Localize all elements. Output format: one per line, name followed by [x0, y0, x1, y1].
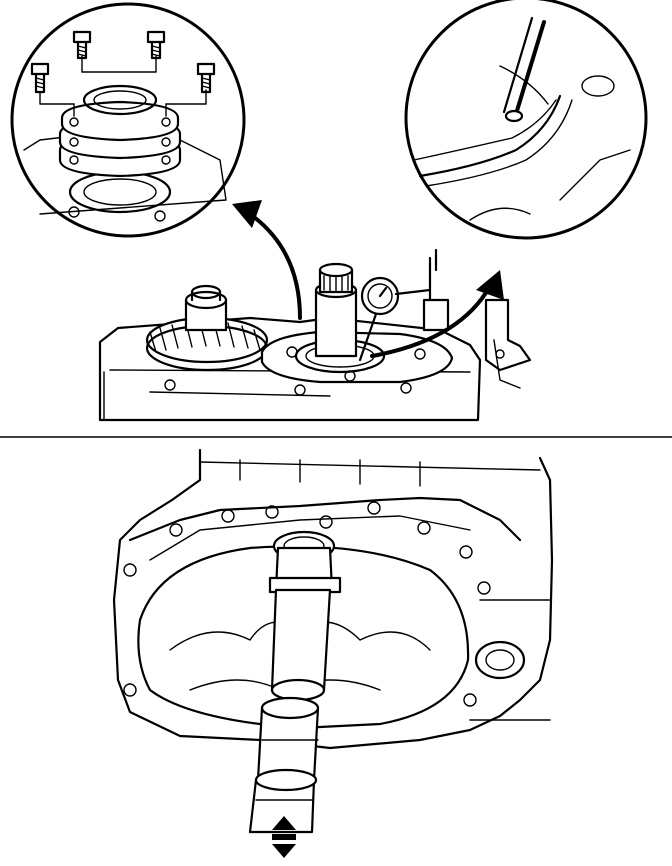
seal-driver-tool: [248, 530, 342, 834]
bolt-icon: [146, 30, 166, 60]
gearbox-housing-bottom: [112, 448, 554, 750]
helical-gear: [145, 284, 269, 372]
curved-arrow-icon: [370, 270, 504, 358]
bolt-icon: [196, 62, 216, 94]
bolt-holes: [123, 501, 491, 707]
bottom-panel: [112, 448, 554, 858]
curved-arrow-icon: [232, 200, 302, 320]
top-panel: [10, 0, 648, 422]
bearing-cover: [260, 330, 454, 384]
output-shaft: [314, 262, 358, 358]
bolt-icon: [72, 30, 92, 60]
dial-gauge-icon: [358, 248, 450, 362]
double-arrow-icon: [272, 816, 296, 858]
side-bracket: [484, 298, 532, 389]
bolt-icon: [30, 62, 50, 94]
detail-callout-bolts-icon: [10, 2, 246, 238]
detail-callout-seal-icon: [404, 0, 648, 240]
